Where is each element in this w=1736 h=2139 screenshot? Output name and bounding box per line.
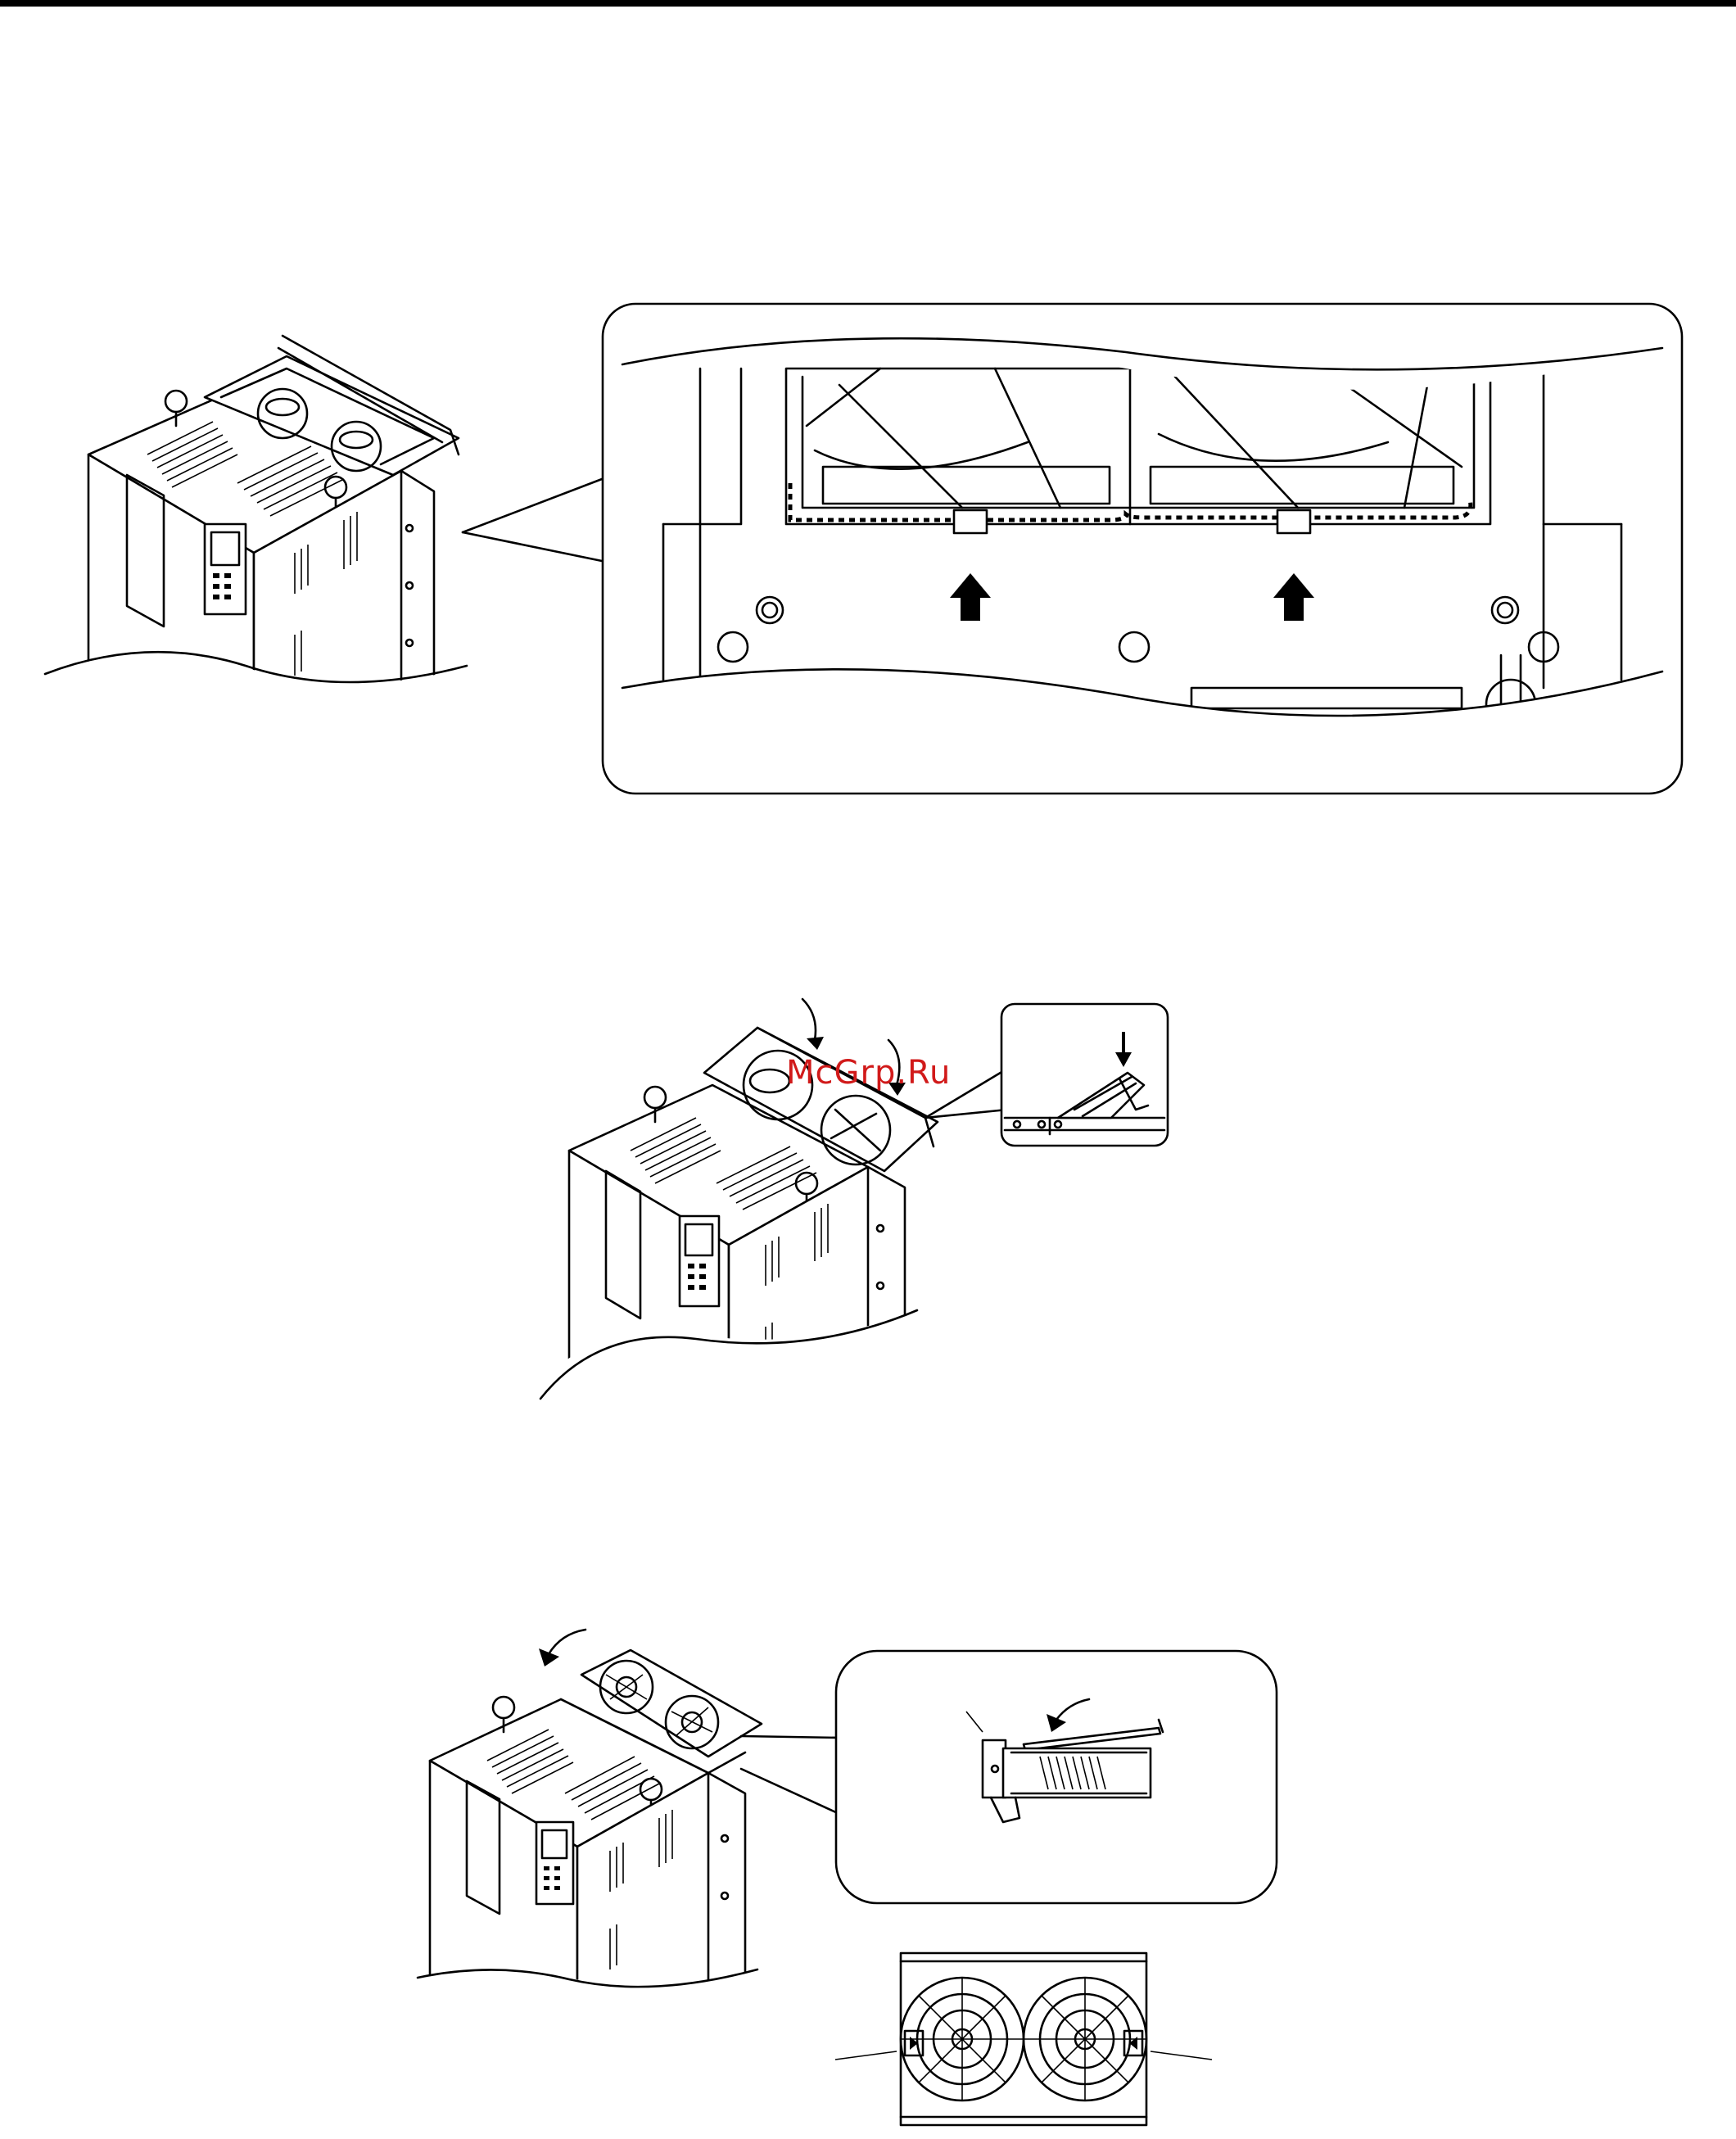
fan-closeup-icon [602,303,1683,794]
latch-closeup-icon [1001,1003,1169,1146]
callout-lines [459,475,606,573]
curved-arrow-icon [549,1630,585,1654]
fan-guard-icon [835,1650,1277,1904]
top-rule [0,0,1736,7]
drive-unit-icon [422,1626,782,2002]
watermark: McGrp.Ru [786,1054,951,1092]
callout-lines [737,1728,843,1818]
curved-arrow-icon [802,999,816,1040]
fan-cover-icon [831,1937,1216,2133]
drive-unit-icon [49,323,508,717]
